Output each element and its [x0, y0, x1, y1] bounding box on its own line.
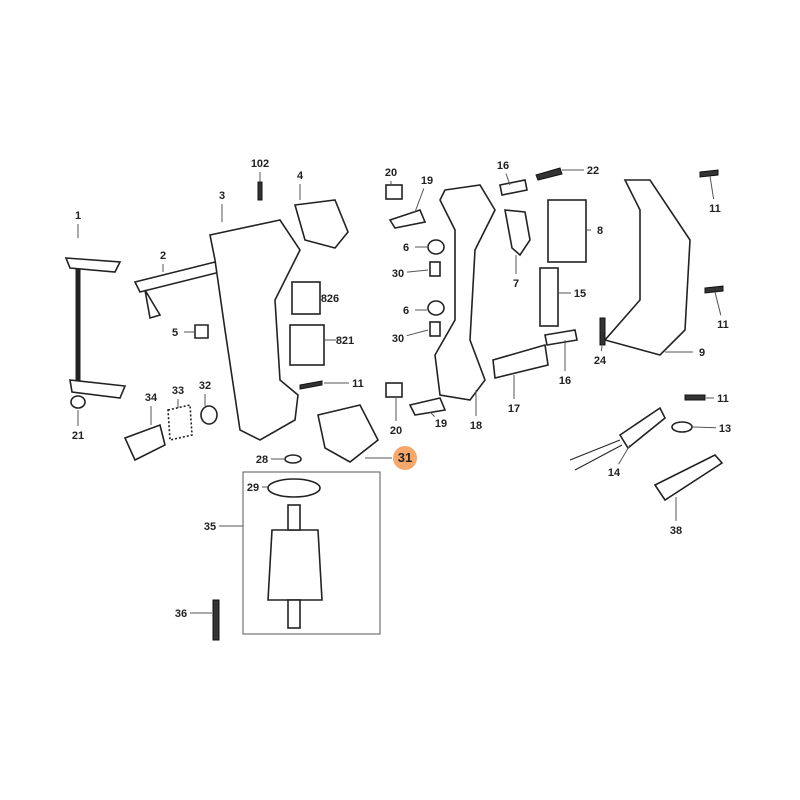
leader-line: [692, 426, 717, 429]
callout-6[interactable]: 6: [403, 305, 409, 317]
callout-5[interactable]: 5: [172, 327, 178, 339]
part-30-brush: [429, 321, 441, 337]
part-3-housing: [209, 219, 301, 441]
callout-38[interactable]: 38: [670, 525, 682, 537]
callout-19[interactable]: 19: [435, 418, 447, 430]
part-102-screw: [257, 181, 263, 201]
part-24-screw: [599, 317, 606, 346]
callout-22[interactable]: 22: [587, 165, 599, 177]
part-29-bearing: [267, 478, 321, 498]
callout-31[interactable]: 31: [398, 450, 412, 465]
leader-line: [714, 291, 722, 316]
callout-16[interactable]: 16: [497, 160, 509, 172]
highlight-marker: [393, 446, 417, 470]
leader-line: [505, 173, 511, 186]
part-30-brush: [429, 261, 441, 277]
part-13-clamp: [671, 421, 693, 433]
callout-20[interactable]: 20: [390, 425, 402, 437]
leader-line: [429, 411, 435, 417]
part-20-knob: [385, 382, 403, 398]
part-34-brush-holder: [123, 423, 166, 462]
callout-11[interactable]: 11: [709, 203, 721, 215]
part-28-ring: [284, 454, 302, 464]
callout-1[interactable]: 1: [75, 210, 81, 222]
callout-9[interactable]: 9: [699, 347, 705, 359]
callout-7[interactable]: 7: [513, 278, 519, 290]
callout-24[interactable]: 24: [594, 355, 607, 367]
callout-21[interactable]: 21: [72, 430, 84, 442]
callout-826[interactable]: 826: [321, 293, 339, 305]
callout-16[interactable]: 16: [559, 375, 571, 387]
part-7-trigger: [504, 209, 531, 257]
callout-20[interactable]: 20: [385, 167, 397, 179]
leader-line: [709, 175, 715, 200]
callout-14[interactable]: 14: [608, 467, 621, 479]
part-31-boot: [317, 404, 380, 463]
callout-3[interactable]: 3: [219, 190, 225, 202]
part-15-module: [539, 267, 559, 327]
part-1-side-handle: [64, 257, 127, 399]
part-22-screw: [535, 167, 563, 181]
callout-102[interactable]: 102: [251, 158, 269, 170]
callout-18[interactable]: 18: [470, 420, 482, 432]
part-20-knob: [385, 184, 403, 200]
part-35-armature: [267, 529, 323, 601]
leader-line: [618, 444, 631, 465]
callout-36[interactable]: 36: [175, 608, 187, 620]
part-9-handle-cover: [603, 179, 691, 356]
part-11-screw: [299, 380, 323, 390]
callout-32[interactable]: 32: [199, 380, 211, 392]
part-16-sleeve: [499, 179, 528, 196]
part-5-clip: [194, 324, 209, 339]
part-32-cap: [200, 405, 218, 425]
part-4-boot: [293, 199, 349, 249]
part-8-switch: [547, 199, 587, 263]
callout-19[interactable]: 19: [421, 175, 433, 187]
callout-15[interactable]: 15: [574, 288, 586, 300]
part-14-cable: [618, 406, 667, 450]
part-11-screw: [699, 169, 719, 178]
callout-11[interactable]: 11: [717, 393, 729, 405]
callout-821[interactable]: 821: [336, 335, 354, 347]
part-38-cable-sleeve: [653, 454, 724, 502]
callout-35[interactable]: 35: [204, 521, 216, 533]
callout-8[interactable]: 8: [597, 225, 603, 237]
part-36-screw: [212, 599, 220, 641]
part-6-bearing: [427, 300, 445, 316]
part-11-screw: [704, 285, 724, 294]
part-19-clip: [388, 209, 427, 229]
part-35-armature-box: [242, 471, 381, 635]
leader-line: [600, 345, 603, 352]
leader-line: [406, 329, 429, 337]
part-33-spring: [167, 404, 193, 441]
callout-29[interactable]: 29: [247, 482, 259, 494]
callout-11[interactable]: 11: [717, 319, 729, 331]
callout-30[interactable]: 30: [392, 333, 404, 345]
callout-11[interactable]: 11: [352, 378, 364, 390]
callout-28[interactable]: 28: [256, 454, 268, 466]
callout-4[interactable]: 4: [297, 170, 304, 182]
callout-17[interactable]: 17: [508, 403, 520, 415]
callout-33[interactable]: 33: [172, 385, 184, 397]
callout-6[interactable]: 6: [403, 242, 409, 254]
part-6-bearing: [427, 239, 445, 255]
part-21-cap: [70, 395, 86, 409]
leader-line: [406, 269, 429, 273]
leader-line: [414, 188, 425, 213]
callout-34[interactable]: 34: [145, 392, 158, 404]
callout-2[interactable]: 2: [160, 250, 166, 262]
callout-13[interactable]: 13: [719, 423, 731, 435]
part-18-handle-half: [434, 184, 496, 401]
part-826-label: [291, 281, 321, 315]
part-19-clip: [408, 397, 447, 416]
part-11-screw: [684, 394, 706, 401]
part-821-label: [289, 324, 325, 366]
part-16-sleeve: [544, 329, 578, 346]
part-2-bracket: [133, 261, 222, 320]
part-17-bar: [492, 343, 549, 379]
callout-30[interactable]: 30: [392, 268, 404, 280]
